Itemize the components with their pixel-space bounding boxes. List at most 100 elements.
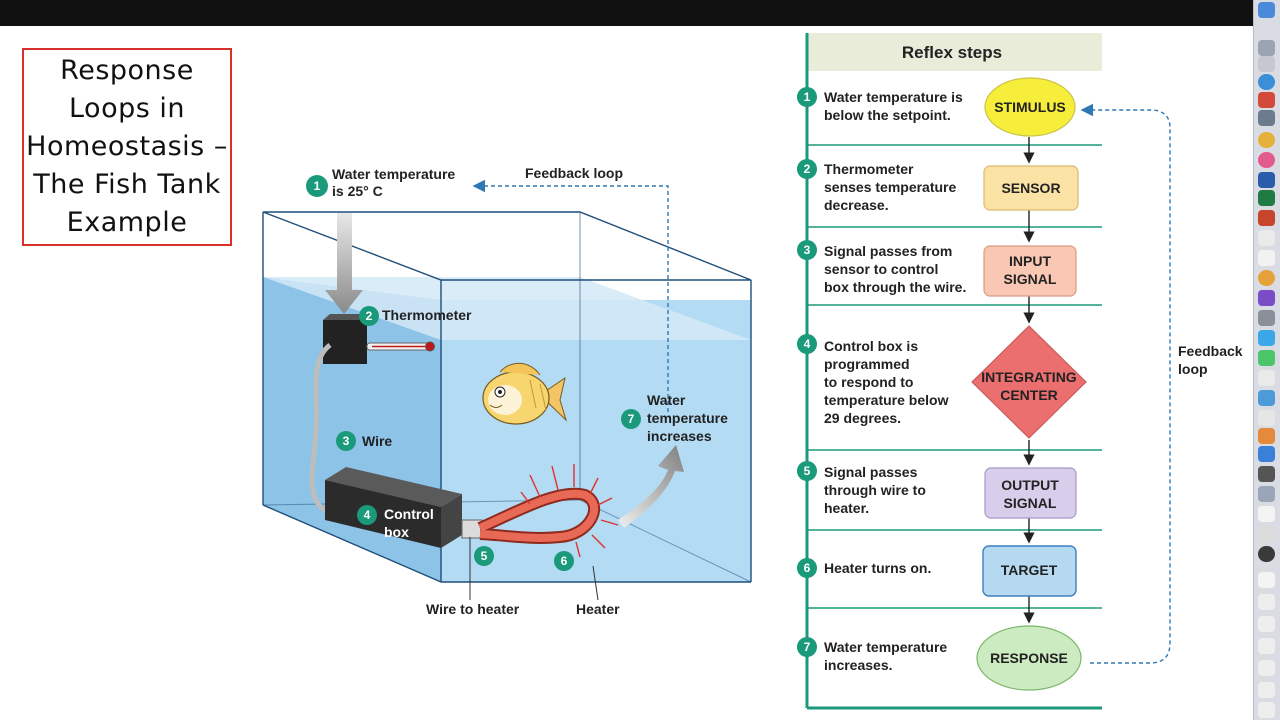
- reflex-step-2-badge: [797, 159, 817, 179]
- rising-arrow: [618, 445, 684, 528]
- notes-icon[interactable]: [1258, 250, 1275, 266]
- document-icon[interactable]: [1258, 660, 1275, 676]
- reflex-step-6-badge: [797, 558, 817, 578]
- step-5-number: 5: [481, 549, 488, 563]
- step-7-number: 7: [628, 412, 635, 426]
- tank-step-4: 4 Control box: [357, 505, 434, 540]
- control-box: [325, 467, 483, 548]
- reflex-step-7-text-line1: Water temperature: [824, 639, 947, 655]
- tank-step-7: 7 Water temperature increases: [621, 392, 728, 444]
- reflex-step-2-text-line1: Thermometer: [824, 161, 914, 177]
- app-dock: [1253, 0, 1280, 720]
- heater: [477, 464, 619, 558]
- document-icon[interactable]: [1258, 572, 1275, 588]
- control-box-label-line2: box: [384, 524, 409, 540]
- wire-label: Wire: [362, 433, 392, 449]
- document-icon[interactable]: [1258, 638, 1275, 654]
- app-icon[interactable]: [1258, 370, 1275, 386]
- reflex-step-2-text-line2: senses temperature: [824, 179, 957, 195]
- step-3-number: 3: [343, 434, 350, 448]
- top-bar: [0, 0, 1280, 26]
- finder-icon[interactable]: [1258, 2, 1275, 18]
- powerpoint-icon[interactable]: [1258, 210, 1275, 226]
- calendar-icon[interactable]: [1258, 506, 1275, 522]
- title-box: Response Loops in Homeostasis – The Fish…: [22, 48, 232, 246]
- books-icon[interactable]: [1258, 428, 1275, 444]
- step-1-number: 1: [314, 179, 321, 193]
- document-icon[interactable]: [1258, 594, 1275, 610]
- app-icon[interactable]: [1258, 526, 1275, 542]
- app-icon[interactable]: [1258, 230, 1275, 246]
- sensor-node: SENSOR: [983, 165, 1079, 211]
- launchpad-icon[interactable]: [1258, 40, 1275, 56]
- heater-label: Heater: [576, 601, 620, 617]
- reflex-step-4-text-line1: Control box is: [824, 338, 918, 354]
- music-icon[interactable]: [1258, 152, 1275, 168]
- reflex-step-4-text-line5: 29 degrees.: [824, 410, 901, 426]
- app-icon[interactable]: [1258, 110, 1275, 126]
- reflex-feedback-label-line2: loop: [1178, 361, 1208, 377]
- step-1-label-line2: is 25° C: [332, 183, 383, 199]
- tank-step-2: 2 Thermometer: [359, 306, 472, 326]
- document-icon[interactable]: [1258, 616, 1275, 632]
- output-signal-label-line2: SIGNAL: [1004, 495, 1057, 511]
- messages-icon[interactable]: [1258, 350, 1275, 366]
- app-icon[interactable]: [1258, 390, 1275, 406]
- reflex-step-3-text-line1: Signal passes from: [824, 243, 952, 259]
- reflex-header-bg: [807, 33, 1102, 71]
- reflex-step-5-text-line1: Signal passes: [824, 464, 918, 480]
- input-signal-label-line1: INPUT: [1009, 253, 1051, 269]
- reflex-step-3: 3 Signal passes from sensor to control b…: [797, 240, 966, 295]
- reflex-step-2-text-line3: decrease.: [824, 197, 889, 213]
- step-1-badge: [306, 175, 328, 197]
- app-icon[interactable]: [1258, 310, 1275, 326]
- step-7-badge: [621, 409, 641, 429]
- safari-icon[interactable]: [1258, 74, 1275, 90]
- step-6-number: 6: [561, 554, 568, 568]
- app-icon[interactable]: [1258, 290, 1275, 306]
- reflex-feedback-label-line1: Feedback: [1178, 343, 1243, 359]
- wire: [309, 343, 341, 518]
- app-icon[interactable]: [1258, 486, 1275, 502]
- wire-to-heater-label: Wire to heater: [426, 601, 520, 617]
- app-icon[interactable]: [1258, 466, 1275, 482]
- response-node: RESPONSE: [976, 625, 1082, 691]
- word-icon[interactable]: [1258, 172, 1275, 188]
- app-icon[interactable]: [1258, 330, 1275, 346]
- reflex-step-2-number: 2: [804, 162, 811, 176]
- reflex-step-4-text-line2: programmed: [824, 356, 910, 372]
- diagram-canvas: 1 Water temperature is 25° C Feedback lo…: [262, 33, 1243, 710]
- tank-feedback-loop-arrow: [472, 179, 669, 412]
- reflex-step-5-badge: [797, 461, 817, 481]
- reflex-step-4-badge: [797, 334, 817, 354]
- reflex-step-1-text-line2: below the setpoint.: [824, 107, 951, 123]
- app-store-icon[interactable]: [1258, 446, 1275, 462]
- photos-icon[interactable]: [1258, 270, 1275, 286]
- reflex-step-5-text-line3: heater.: [824, 500, 869, 516]
- fish-illustration: [482, 362, 568, 425]
- step-7-label-line2: temperature: [647, 410, 728, 426]
- app-icon[interactable]: [1258, 56, 1275, 72]
- step-4-badge: [357, 505, 377, 525]
- chrome-icon[interactable]: [1258, 132, 1275, 148]
- output-signal-node: OUTPUT SIGNAL: [984, 467, 1077, 519]
- quicktime-icon[interactable]: [1258, 546, 1275, 562]
- reflex-step-3-text-line3: box through the wire.: [824, 279, 966, 295]
- reflex-step-4-text-line4: temperature below: [824, 392, 949, 408]
- document-icon[interactable]: [1258, 682, 1275, 698]
- reflex-step-7-badge: [797, 637, 817, 657]
- target-label: TARGET: [1001, 562, 1058, 578]
- step-7-label-line1: Water: [647, 392, 686, 408]
- app-icon[interactable]: [1258, 92, 1275, 108]
- excel-icon[interactable]: [1258, 190, 1275, 206]
- sensor-label: SENSOR: [1001, 180, 1060, 196]
- input-signal-label-line2: SIGNAL: [1004, 271, 1057, 287]
- reflex-step-6-number: 6: [804, 561, 811, 575]
- step-2-number: 2: [366, 309, 373, 323]
- document-icon[interactable]: [1258, 702, 1275, 718]
- app-icon[interactable]: [1258, 410, 1275, 426]
- thermometer-label: Thermometer: [382, 307, 472, 323]
- reflex-step-1-number: 1: [804, 90, 811, 104]
- tank-feedback-loop-label: Feedback loop: [525, 165, 623, 181]
- tank-step-5: 5: [474, 546, 494, 566]
